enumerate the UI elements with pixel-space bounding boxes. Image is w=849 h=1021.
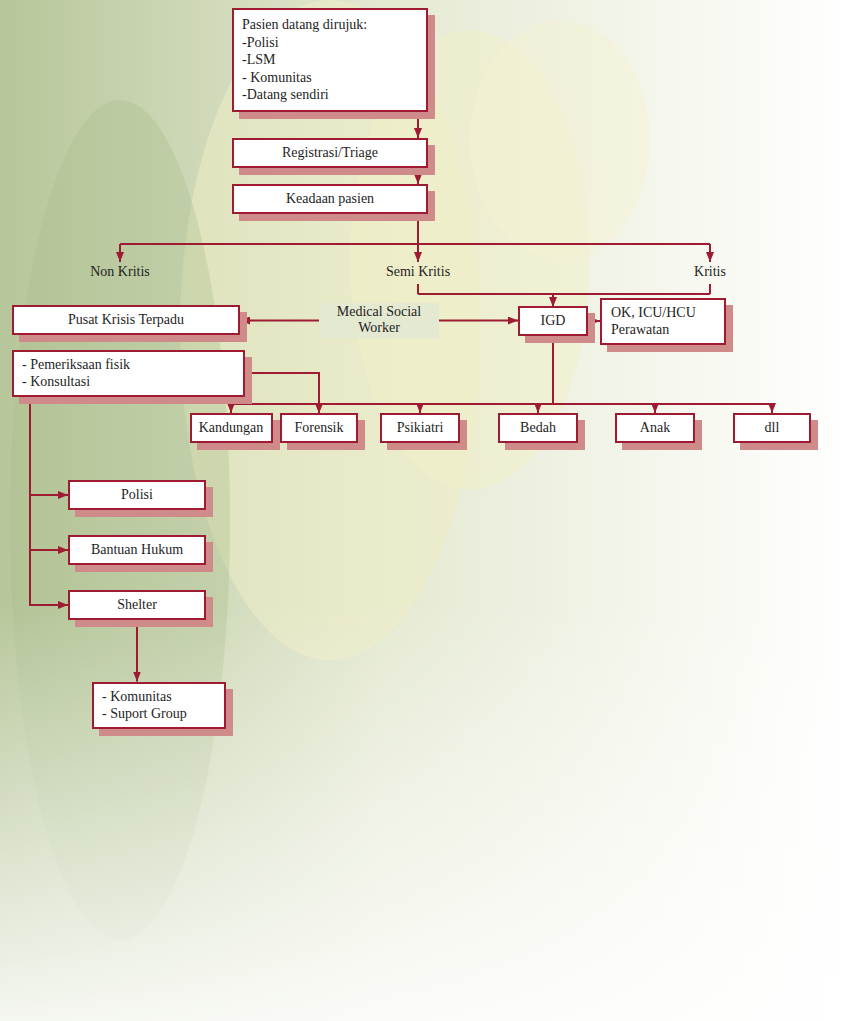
connector-arrow xyxy=(417,168,419,184)
box-text: -Datang sendiri xyxy=(242,86,329,104)
box-text: -Polisi xyxy=(242,34,279,52)
box-text: Shelter xyxy=(117,596,157,614)
box-text: IGD xyxy=(541,312,566,330)
branch-arrow xyxy=(709,244,711,262)
connector-arrow xyxy=(30,397,68,606)
process-box: Shelter xyxy=(68,590,206,620)
process-box: Anak xyxy=(615,413,695,443)
box-text: - Komunitas xyxy=(102,688,172,706)
box-text: - Suport Group xyxy=(102,705,187,723)
connector-arrow xyxy=(319,336,553,413)
box-text: Bantuan Hukum xyxy=(91,541,183,559)
box-text: Keadaan pasien xyxy=(286,190,374,208)
connector-arrow xyxy=(420,336,553,413)
box-text: dll xyxy=(765,419,780,437)
box-text: - Pemeriksaan fisik xyxy=(22,356,130,374)
connector-arrow xyxy=(245,373,319,413)
category-label: Non Kritis xyxy=(90,264,150,281)
connector-arrow xyxy=(30,397,68,496)
process-box: dll xyxy=(733,413,811,443)
box-text: - Komunitas xyxy=(242,69,312,87)
connector-arrow xyxy=(231,336,553,413)
connector-label: Medical Social Worker xyxy=(319,303,439,339)
process-box: Pusat Krisis Terpadu xyxy=(12,305,240,335)
connector-arrow xyxy=(553,336,772,413)
process-box: - Komunitas- Suport Group xyxy=(92,682,226,729)
merge-line xyxy=(418,293,710,295)
connector-arrow xyxy=(136,620,138,682)
process-box: Kandungan xyxy=(190,413,273,443)
connector-arrow xyxy=(553,336,655,413)
connector-arrow xyxy=(588,320,600,322)
category-label: Kritis xyxy=(694,264,726,281)
box-text: - Konsultasi xyxy=(22,373,90,391)
box-text: Kandungan xyxy=(199,419,264,437)
box-text: OK, ICU/HCU Perawatan xyxy=(611,304,715,339)
box-text: Bedah xyxy=(520,419,556,437)
branch-line xyxy=(417,212,419,244)
branch-lines xyxy=(120,212,710,307)
connector-arrow xyxy=(30,397,68,551)
process-box: Bedah xyxy=(498,413,578,443)
box-text: Registrasi/Triage xyxy=(282,144,378,162)
process-box: Polisi xyxy=(68,480,206,510)
process-box: Psikiatri xyxy=(380,413,460,443)
box-text: Pasien datang dirujuk: xyxy=(242,16,367,34)
photo-fade xyxy=(0,600,849,1021)
box-text: Polisi xyxy=(121,486,153,504)
process-box: Pasien datang dirujuk:-Polisi-LSM- Komun… xyxy=(232,8,428,112)
branch-line xyxy=(120,243,710,245)
box-text: Forensik xyxy=(295,419,344,437)
box-text: Psikiatri xyxy=(397,419,444,437)
branch-arrow xyxy=(119,244,121,262)
connector-arrow xyxy=(417,112,419,138)
connector-arrow xyxy=(538,336,553,413)
merge-line xyxy=(417,284,419,294)
box-text: -LSM xyxy=(242,51,275,69)
process-box: Forensik xyxy=(280,413,358,443)
process-box: Keadaan pasien xyxy=(232,184,428,214)
process-box: Bantuan Hukum xyxy=(68,535,206,565)
branch-arrow xyxy=(417,244,419,262)
flower-petal xyxy=(470,20,650,260)
box-text: Anak xyxy=(640,419,670,437)
category-label: Semi Kritis xyxy=(386,264,450,281)
process-box: IGD xyxy=(518,306,588,336)
process-box: - Pemeriksaan fisik- Konsultasi xyxy=(12,350,245,397)
box-text: Pusat Krisis Terpadu xyxy=(68,311,184,329)
process-box: Registrasi/Triage xyxy=(232,138,428,168)
merge-line xyxy=(709,284,711,294)
process-box: OK, ICU/HCU Perawatan xyxy=(600,298,726,345)
